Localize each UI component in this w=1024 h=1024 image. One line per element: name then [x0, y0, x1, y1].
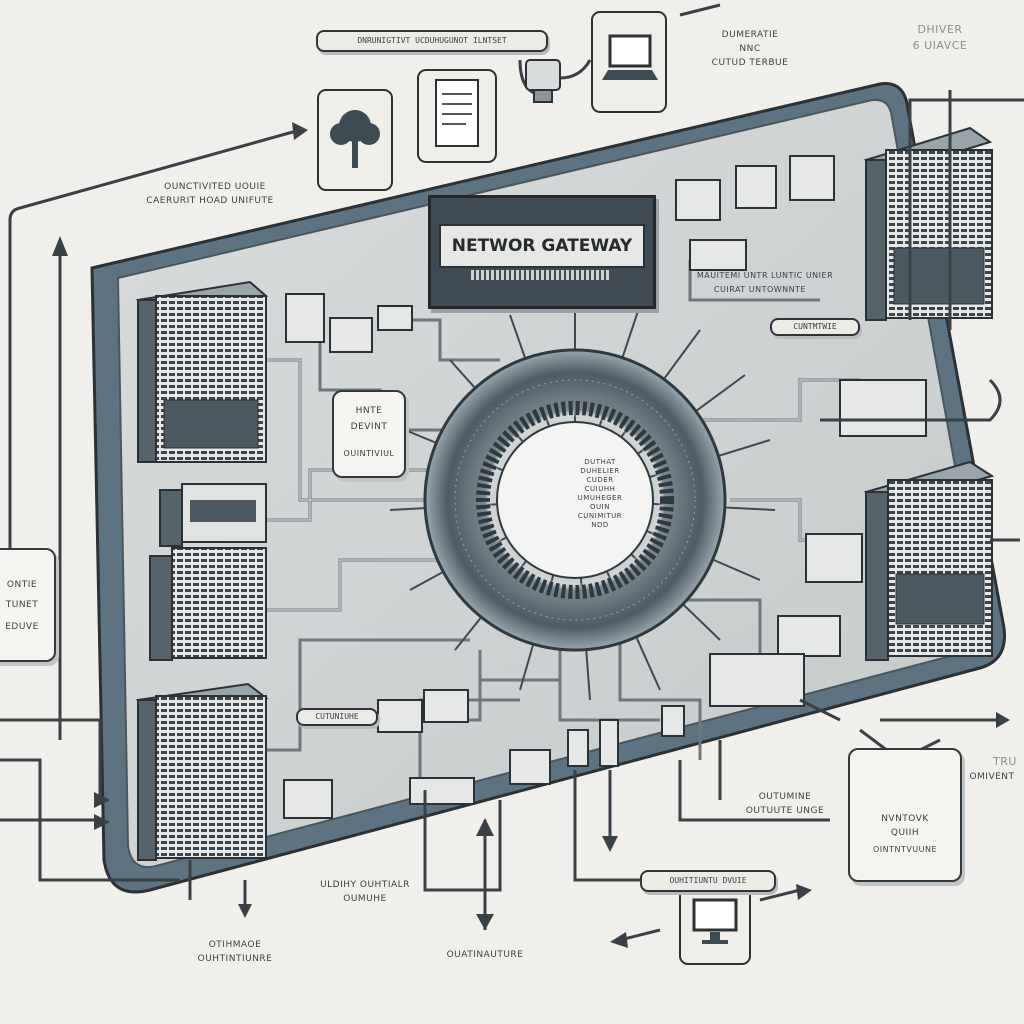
gateway-title-plate: NETWOR GATEWAY — [428, 195, 656, 309]
center-right-caption-1: MAUITEMI UNTR LUNTIC UNIER — [696, 271, 834, 280]
left-card-line-3: EDUVE — [5, 622, 39, 632]
bottom-pill: OUHITIUNTU DVUIE — [640, 870, 776, 892]
right-module-pill: CUNTMTWIE — [770, 318, 860, 336]
core-text-5: UMUHEGER — [577, 494, 623, 502]
left-card-line-1: ONTIE — [6, 580, 38, 590]
left-device-card: ONTIE TUNET EDUVE — [0, 548, 56, 662]
top-right-caption-2: NNC — [739, 44, 761, 54]
router-icon — [159, 483, 267, 547]
bottom-right-caption-2: OUTUUTE UNGE — [745, 806, 825, 816]
core-text-1: DUTHAT — [584, 458, 616, 466]
server-rack-icon — [863, 460, 995, 661]
core-text-2: DUHELIER — [580, 467, 620, 475]
core-text-3: CUDER — [586, 476, 614, 484]
bottom-left-caption-1: OTIHMAOE — [208, 940, 262, 950]
bottom-right-card-line-3: OINTNTVUUNE — [872, 845, 938, 854]
top-right-caption-3: CUTUD TERBUE — [711, 58, 789, 68]
core-text-8: NDD — [591, 521, 609, 529]
plug-icon — [525, 59, 561, 103]
far-right-top-caption-1: DHIVER — [917, 23, 963, 36]
external-connections — [0, 3, 1024, 942]
network-core — [389, 300, 776, 701]
server-rack-icon — [149, 547, 267, 661]
top-left-caption-2: CAERURIT HOAD UNIFUTE — [146, 196, 274, 206]
panel-wiring-highlight — [265, 359, 860, 611]
far-right-bottom-caption-2: OMIVENT — [969, 772, 1015, 782]
device-modules — [283, 155, 927, 819]
bottom-left-caption-2: OUHTINTIUNRE — [197, 954, 273, 964]
bottom-right-card: NVNTOVK QUIIH OINTNTVUUNE — [848, 748, 962, 882]
gateway-subtitle-bar — [471, 270, 611, 280]
server-rack-icon — [135, 682, 269, 861]
bottom-right-card-line-2: QUIIH — [890, 828, 920, 838]
center-left-card-line-3: OUINTIVIUL — [343, 449, 395, 458]
document-icon — [417, 69, 497, 163]
left-card-line-2: TUNET — [5, 600, 39, 610]
gateway-title: NETWOR GATEWAY — [439, 224, 645, 268]
tree-icon — [317, 89, 393, 191]
core-text-7: CUNIMITUR — [577, 512, 623, 520]
server-rack-icon — [135, 280, 269, 463]
center-right-caption-2: CUIRAT UNTOWNNTE — [713, 285, 807, 294]
center-left-card-line-2: DEVINT — [350, 422, 388, 432]
top-right-caption-1: DUMERATIE — [721, 30, 779, 40]
top-left-caption-1: OUNCTIVITED UOUIE — [164, 182, 266, 192]
bottom-right-card-line-1: NVNTOVK — [881, 814, 929, 824]
core-text-4: CUIUHH — [584, 485, 616, 493]
far-right-bottom-caption-1: TRU — [993, 755, 1017, 768]
center-left-card-line-1: HNTE — [355, 406, 383, 416]
server-rack-icon — [863, 126, 993, 321]
center-left-card: HNTE DEVINT OUINTIVIUL — [332, 390, 406, 478]
core-text-block: DUTHAT DUHELIER CUDER CUIUHH UMUHEGER OU… — [560, 458, 640, 530]
monitor-icon — [679, 883, 751, 965]
bottom-mid-caption: OUATINAUTURE — [446, 950, 524, 960]
lower-module-pill: CUTUNIUHE — [296, 708, 378, 726]
core-text-6: OUIN — [590, 503, 610, 511]
laptop-icon — [591, 11, 667, 113]
top-banner-pill: DNRUNIGTIVT UCDUHUGUNOT ILNTSET — [316, 30, 548, 52]
bottom-center-caption-2: OUMUHE — [343, 894, 387, 904]
bottom-right-caption-1: OUTUMINE — [758, 792, 812, 802]
far-right-top-caption-2: 6 UIAVCE — [912, 39, 968, 52]
bottom-center-caption-1: ULDIHY OUHTIALR — [320, 880, 410, 890]
